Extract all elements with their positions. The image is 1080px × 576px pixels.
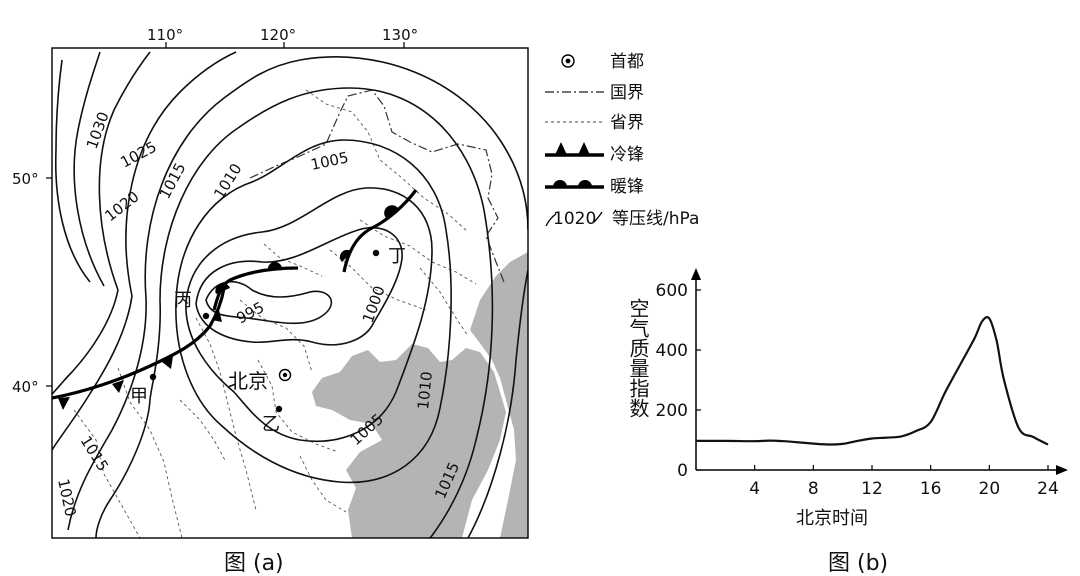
legend-cold-front-label: 冷锋	[610, 145, 644, 165]
legend-national-border-label: 国界	[610, 83, 644, 103]
warm-front-east	[339, 189, 418, 273]
legend: 首都 国界 省界 冷锋 暖锋 1020 等压线/hPa	[545, 52, 699, 229]
caption-a: 图 (a)	[224, 551, 284, 576]
label-capital: 北京	[228, 369, 268, 393]
isobar-1030	[98, 51, 151, 291]
isobar-1025	[125, 51, 237, 297]
map-frame	[51, 47, 529, 539]
chart-x-axis-arrow	[1056, 465, 1068, 475]
lon-label-130: 130°	[382, 26, 418, 44]
legend-warm-front-icon	[545, 180, 604, 189]
chart-series-line-0	[695, 316, 1049, 446]
legend-capital-icon	[561, 54, 575, 68]
legend-isobar-label: 等压线/hPa	[612, 209, 699, 229]
map-panel: 1030 1025 1020 1015 1010 1005 995 1000 1…	[12, 26, 529, 576]
isobar-label-1010-east: 1010	[414, 371, 436, 411]
isobar-south-east	[467, 269, 528, 538]
chart-x-tick-label-4: 4	[749, 479, 760, 499]
isobar-1000-north	[195, 226, 403, 323]
isobar-outer-1	[73, 51, 105, 287]
legend-isobar-sample: 1020	[553, 209, 596, 229]
warm-front-west	[212, 261, 299, 311]
point-yi	[275, 405, 283, 413]
lon-label-120: 120°	[260, 26, 296, 44]
isobars	[52, 51, 528, 538]
label-bing: 丙	[174, 290, 192, 311]
aqi-chart: 空气质量指数 北京时间 图 (b) 4 8 12 16 20 24 0 200 400 600	[626, 268, 1068, 576]
national-border	[249, 89, 505, 283]
lat-label-50: 50°	[12, 170, 39, 188]
chart-y-tick-label-600: 600	[656, 281, 688, 301]
lon-label-110: 110°	[147, 26, 183, 44]
isobar-995	[205, 281, 333, 325]
isobar-1015	[159, 87, 494, 538]
isobar-1030-west	[52, 289, 119, 395]
chart-y-tick-label-400: 400	[656, 341, 688, 361]
legend-warm-front-label: 暖锋	[610, 177, 644, 197]
legend-capital-label: 首都	[610, 52, 644, 72]
chart-y-tick-label-0: 0	[677, 461, 688, 481]
legend-isobar-line-right	[593, 211, 603, 223]
isobar-1020-west	[67, 297, 147, 531]
chart-x-tick-label-8: 8	[808, 479, 819, 499]
chart-x-tick-label-20: 20	[979, 479, 1001, 499]
lat-label-40: 40°	[12, 378, 39, 396]
label-jia: 甲	[130, 386, 148, 407]
isobar-1015-west	[95, 299, 162, 538]
legend-cold-front-icon	[545, 142, 604, 157]
caption-b: 图 (b)	[828, 551, 888, 576]
point-ding	[372, 249, 380, 257]
point-jia	[149, 373, 157, 381]
capital-symbol	[278, 368, 292, 382]
cold-front	[52, 287, 226, 410]
sea-bohai-yellow-sea	[312, 344, 506, 538]
chart-ylabel: 空气质量指数	[626, 298, 650, 418]
isobar-1025-west	[52, 295, 133, 451]
label-yi: 乙	[262, 414, 280, 435]
legend-provincial-border-label: 省界	[610, 113, 644, 133]
isobar-outer-2	[54, 59, 91, 283]
chart-x-tick-label-16: 16	[920, 479, 942, 499]
isobar-1010	[175, 139, 452, 484]
chart-xlabel: 北京时间	[796, 508, 868, 529]
chart-y-axis-arrow	[691, 268, 701, 280]
chart-x-tick-label-12: 12	[861, 479, 883, 499]
legend-isobar-line-left	[545, 213, 557, 227]
sea-japan-sea	[470, 252, 528, 538]
isobar-1005	[185, 187, 433, 442]
chart-y-tick-label-200: 200	[656, 401, 688, 421]
label-ding: 丁	[388, 246, 406, 267]
chart-x-tick-label-24: 24	[1037, 479, 1059, 499]
isobar-1020	[144, 56, 528, 299]
point-bing	[202, 312, 210, 320]
isobar-1000-south	[195, 303, 375, 346]
